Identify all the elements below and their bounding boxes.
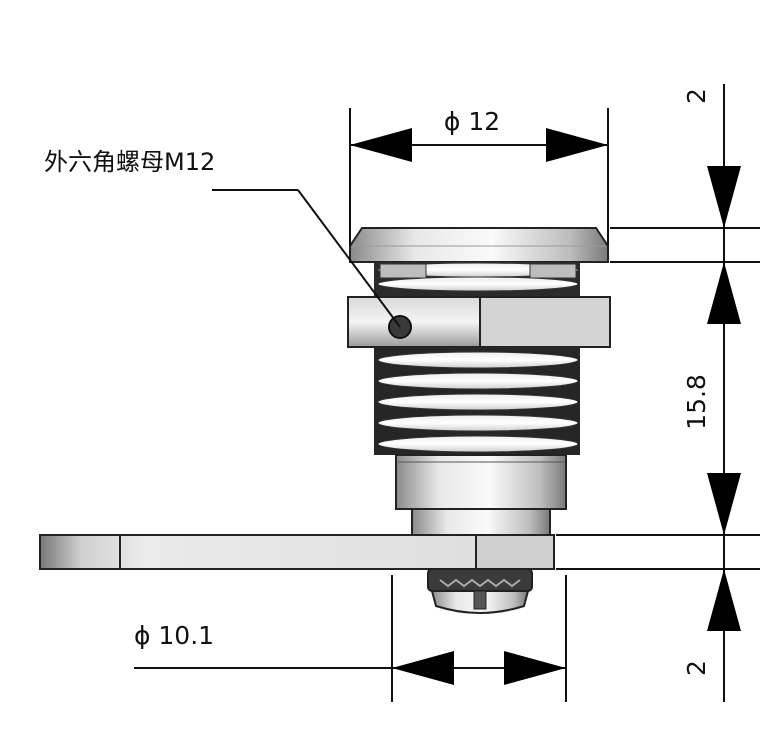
hex-nut-label: 外六角螺母M12 <box>44 148 215 176</box>
cam-plate <box>39 534 555 570</box>
body-height-label: 15.8 <box>682 374 711 430</box>
bottom-height-label: 2 <box>682 660 711 676</box>
bottom-diameter-label: ϕ 10.1 <box>134 621 214 650</box>
screw <box>427 568 533 614</box>
upper-thread <box>374 262 580 298</box>
top-diameter-label: ϕ 12 <box>444 107 500 136</box>
dimension-bottom-diameter: ϕ 10.1 <box>134 575 567 702</box>
hex-nut-callout: 外六角螺母M12 <box>44 148 401 328</box>
lower-thread <box>374 347 580 455</box>
barrel <box>395 454 567 536</box>
top-height-label: 2 <box>682 88 711 104</box>
dimension-vertical-chain: 2 15.8 2 <box>556 84 760 702</box>
dimension-top-diameter: ϕ 12 <box>349 107 609 246</box>
hex-nut <box>347 296 611 348</box>
top-cap <box>349 227 609 263</box>
